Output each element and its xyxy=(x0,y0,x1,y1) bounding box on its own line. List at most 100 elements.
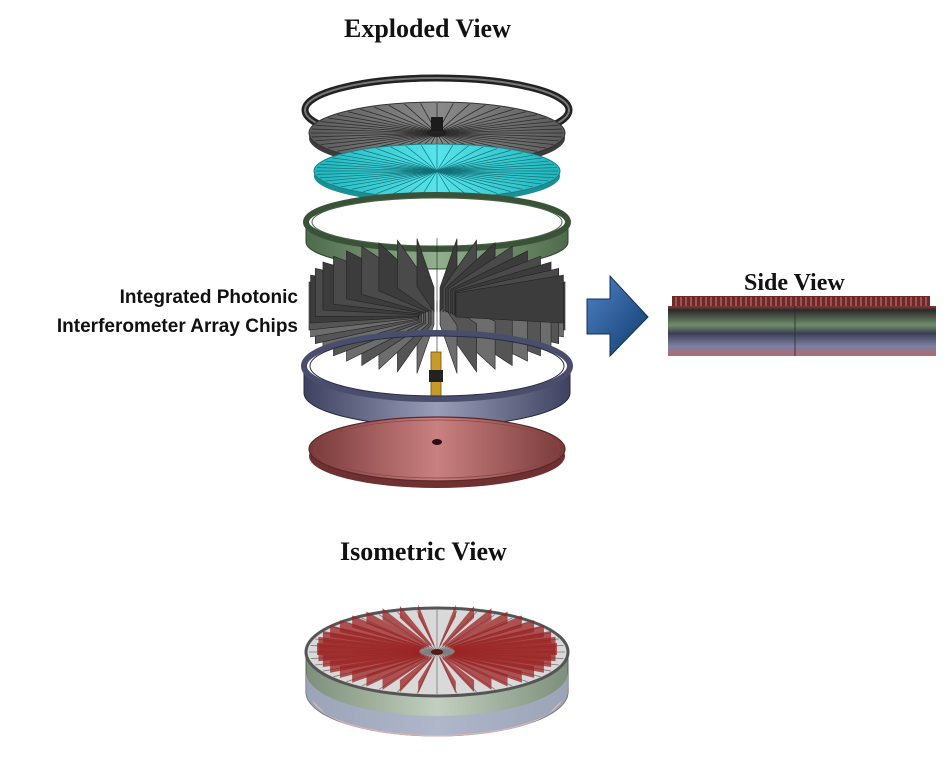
iso-chip xyxy=(445,655,492,690)
cyan-spoke xyxy=(436,145,469,172)
base-disc xyxy=(308,416,566,488)
iso-chip xyxy=(447,611,508,649)
cyan-spoke xyxy=(436,160,549,172)
cyan-spoke xyxy=(436,150,511,172)
iso-chip xyxy=(445,608,492,648)
lid-spoke xyxy=(436,121,554,134)
cyan-spoke xyxy=(436,170,523,190)
cyan-spoke xyxy=(436,157,542,172)
cyan-spoke xyxy=(436,170,498,194)
cyan-spoke xyxy=(351,152,438,172)
cyan-spoke xyxy=(436,170,549,182)
lid-spoke xyxy=(327,117,438,134)
iso-chip xyxy=(451,620,535,650)
lid-spoke xyxy=(315,124,438,134)
lid-spoke xyxy=(436,106,501,134)
lid-spoke xyxy=(327,132,438,149)
cyan-spoke xyxy=(436,170,534,188)
cyan-spoke xyxy=(436,163,554,172)
cyan-spoke xyxy=(436,167,557,172)
chips-label-line1: Integrated Photonic xyxy=(119,287,298,308)
exploded-view-title: Exploded View xyxy=(344,14,511,43)
iso-chip xyxy=(399,655,432,693)
cyan-spoke xyxy=(332,157,438,172)
lid-spoke xyxy=(320,132,438,145)
cyan-spoke xyxy=(340,170,438,188)
base-center-hole-icon xyxy=(432,439,442,445)
cyan-spoke xyxy=(390,146,438,172)
lid-spoke xyxy=(436,117,547,134)
cyan-layer-disc xyxy=(313,143,561,203)
chips-label: Integrated Photonic Interferometer Array… xyxy=(40,283,298,341)
iso-chip xyxy=(399,605,432,648)
cyan-spoke xyxy=(317,167,438,172)
iso-chip xyxy=(447,654,508,687)
lid-spoke xyxy=(373,106,438,134)
iso-chip xyxy=(330,652,421,673)
cyan-spoke xyxy=(436,170,469,197)
cyan-spoke xyxy=(332,170,438,185)
side-view-slab xyxy=(668,296,936,356)
cyan-spoke xyxy=(320,170,438,179)
lid-spoke xyxy=(436,132,554,145)
lid-spoke xyxy=(336,114,438,134)
chip-fin xyxy=(416,238,435,313)
iso-chip xyxy=(366,654,427,687)
lid-spoke xyxy=(347,111,438,134)
iso-chip xyxy=(366,611,427,649)
iso-chip xyxy=(439,655,456,694)
lid-spoke xyxy=(315,132,438,142)
chip-fin xyxy=(439,299,458,374)
iso-chip xyxy=(382,655,429,690)
blue-housing-ring xyxy=(301,330,573,427)
cyan-spoke xyxy=(317,170,438,175)
cyan-spoke xyxy=(390,170,438,196)
cyan-spoke xyxy=(436,170,554,179)
cyan-spoke xyxy=(340,154,438,172)
chip-fin xyxy=(455,274,564,324)
cyan-spoke xyxy=(351,170,438,190)
iso-chip xyxy=(439,604,456,648)
lid-spoke xyxy=(436,111,527,134)
lid-spoke xyxy=(436,132,538,152)
cyan-spoke xyxy=(363,170,438,192)
iso-chip xyxy=(453,625,544,651)
cyan-spoke xyxy=(325,170,438,182)
gold-post-icon xyxy=(429,351,443,399)
isometric-view-title: Isometric View xyxy=(340,537,507,566)
cyan-spoke xyxy=(436,170,511,192)
iso-chip xyxy=(454,630,552,652)
chips-label-line2: Interferometer Array Chips xyxy=(56,316,298,337)
lid-spoke xyxy=(436,132,559,142)
iso-chip xyxy=(449,615,522,649)
cyan-spoke xyxy=(436,152,523,172)
lid-spoke xyxy=(436,104,486,134)
lid-spoke xyxy=(436,132,547,149)
iso-chip xyxy=(339,653,423,678)
cyan-spoke xyxy=(436,145,454,172)
cyan-spoke xyxy=(405,170,438,197)
lid-spoke xyxy=(436,128,562,134)
lid-spoke xyxy=(436,114,538,134)
iso-chip xyxy=(442,605,475,648)
lid-spoke xyxy=(320,121,438,134)
lid-spoke xyxy=(312,132,438,138)
cyan-spoke xyxy=(376,148,438,172)
lid-spoke xyxy=(436,132,562,138)
cyan-spoke xyxy=(376,170,438,194)
iso-chip xyxy=(454,636,556,653)
lid-spoke xyxy=(436,108,514,134)
lid-spoke xyxy=(436,124,559,134)
cyan-spoke xyxy=(436,154,534,172)
iso-chip xyxy=(418,604,435,648)
cyan-spoke xyxy=(436,170,542,185)
iso-chip xyxy=(442,655,475,693)
cyan-spoke xyxy=(320,163,438,172)
cyan-spoke xyxy=(436,146,484,172)
cyan-spoke xyxy=(363,150,438,172)
iso-chip xyxy=(418,655,435,694)
cyan-spoke xyxy=(420,145,438,172)
iso-chip xyxy=(382,608,429,648)
iso-chip xyxy=(352,654,425,683)
